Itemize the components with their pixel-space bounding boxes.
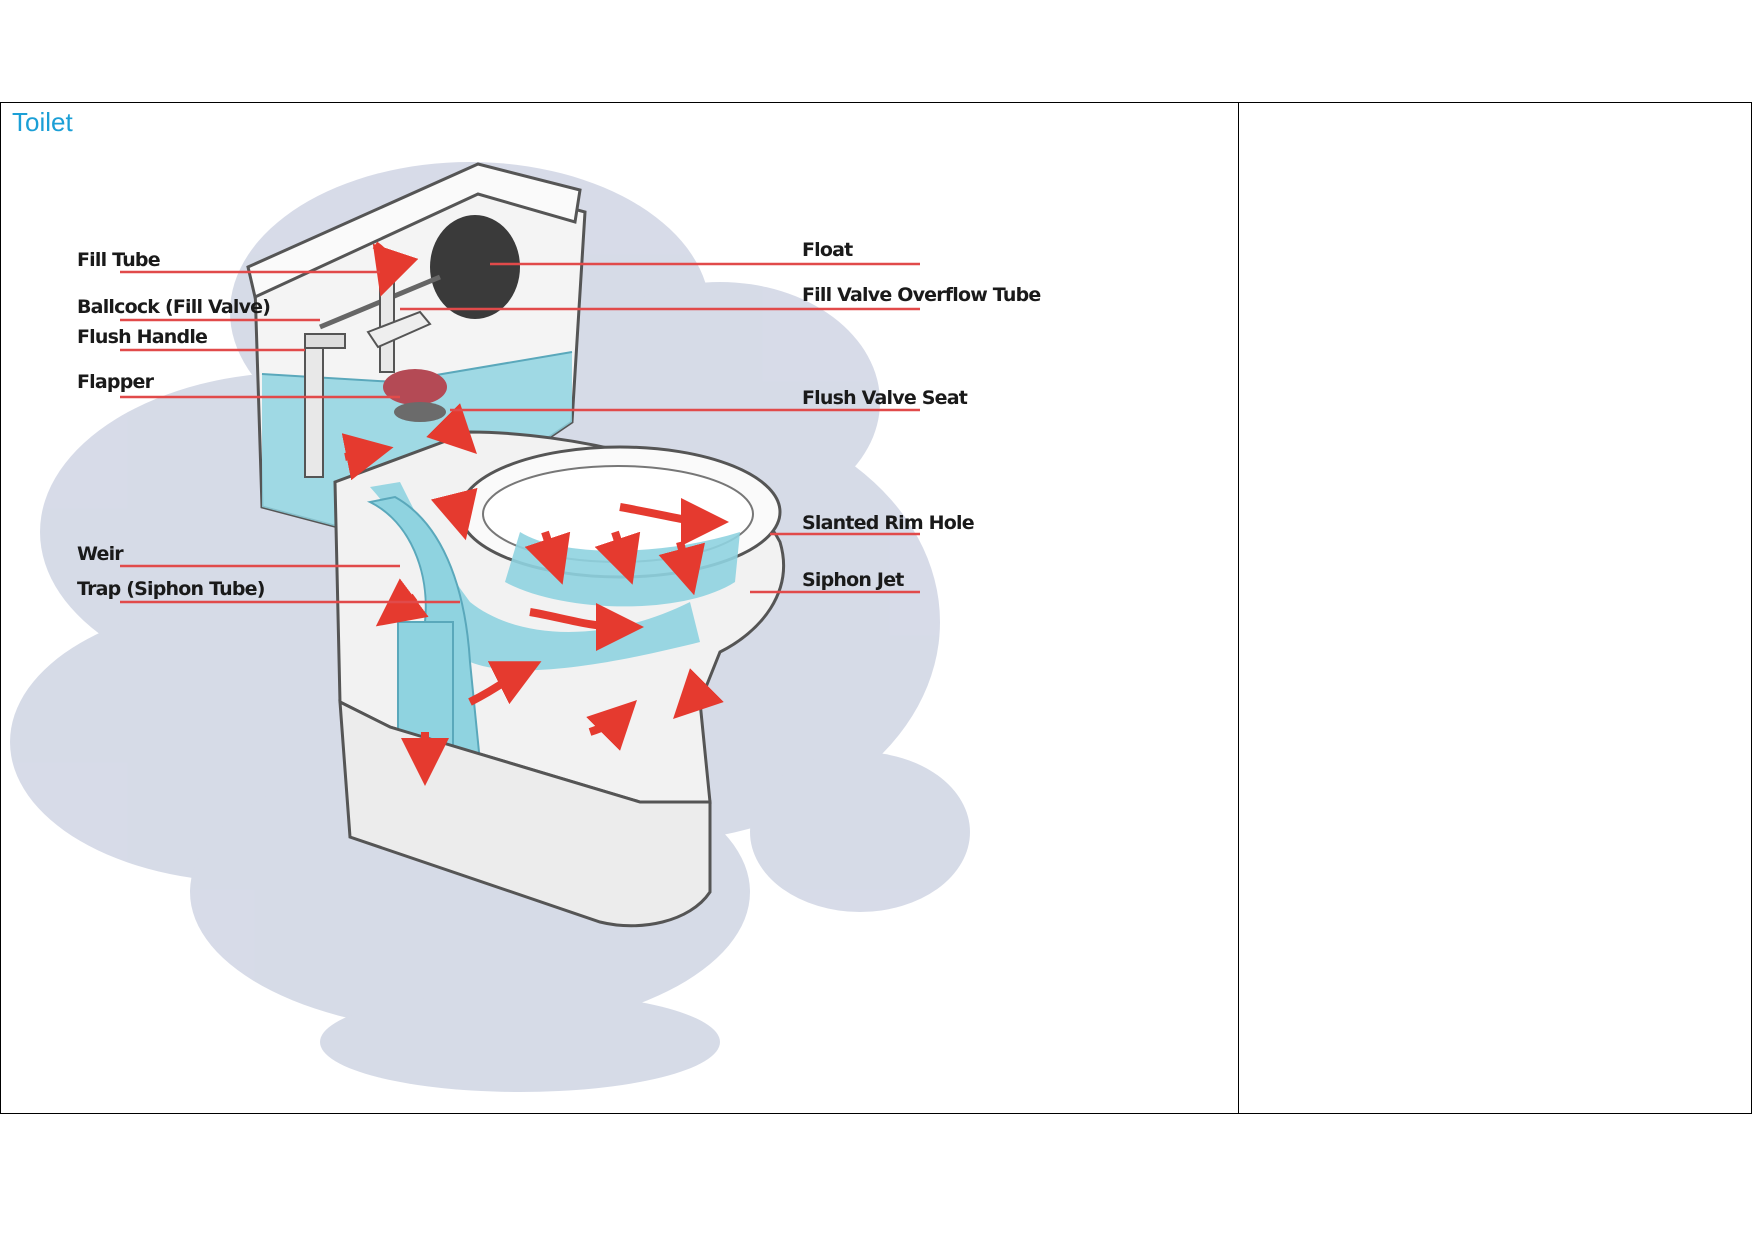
label-siphon-jet: Siphon Jet — [802, 569, 904, 591]
label-slanted-rim-hole: Slanted Rim Hole — [802, 512, 974, 534]
label-flapper: Flapper — [77, 371, 155, 393]
label-float: Float — [802, 239, 853, 261]
label-flush-handle: Flush Handle — [77, 326, 207, 348]
column-divider — [1238, 103, 1239, 1113]
label-fill-tube: Fill Tube — [77, 249, 160, 271]
cell-title: Toilet — [12, 107, 73, 137]
label-weir: Weir — [77, 543, 124, 565]
label-overflow-tube: Fill Valve Overflow Tube — [802, 284, 1041, 306]
label-trap: Trap (Siphon Tube) — [77, 578, 265, 600]
toilet-diagram: Fill Tube Ballcock (Fill Valve) Flush Ha… — [10, 162, 1041, 1092]
flow-arrows — [341, 241, 729, 786]
fill-valve-icon — [304, 281, 432, 478]
layout-table: Toilet — [0, 102, 1752, 1114]
leader-lines — [120, 262, 920, 604]
label-flush-valve-seat: Flush Valve Seat — [802, 387, 968, 409]
label-ballcock: Ballcock (Fill Valve) — [77, 296, 270, 318]
